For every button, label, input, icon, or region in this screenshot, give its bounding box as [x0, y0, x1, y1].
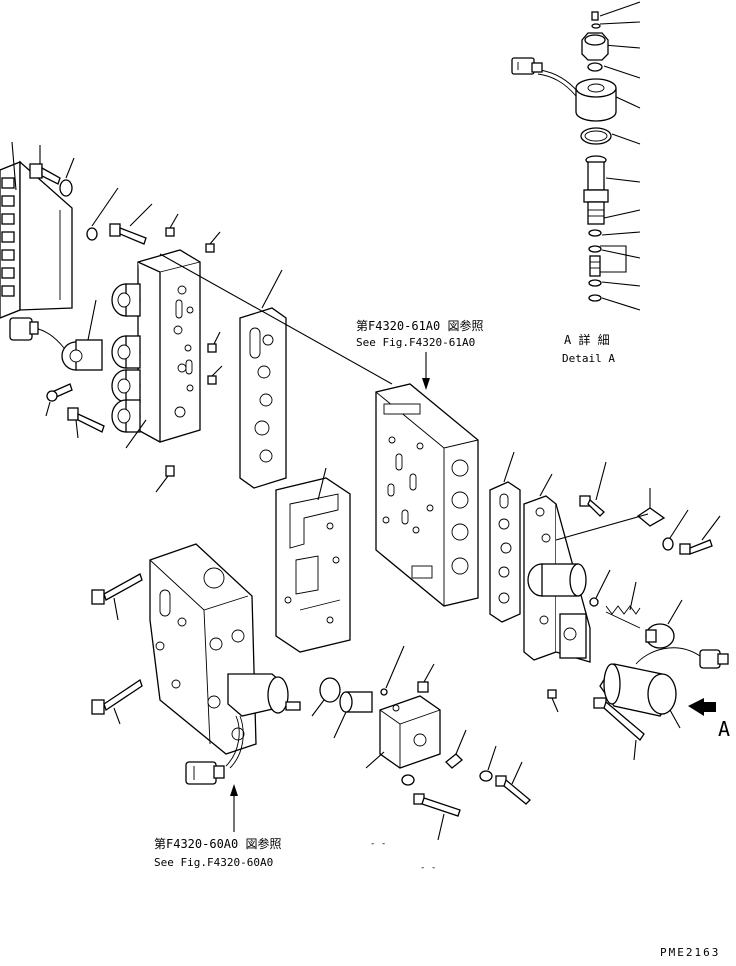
lower-bolt-2	[413, 793, 461, 841]
right-valve-assembly	[523, 461, 729, 761]
drawing-code: PME2163	[660, 946, 720, 959]
bolt-right-1	[579, 461, 607, 517]
separator-plate-center	[375, 383, 479, 607]
lower-washer-2	[401, 774, 415, 786]
solenoid-valve-body	[137, 249, 201, 443]
view-a-marker: A	[718, 717, 730, 741]
small-plug-4	[207, 365, 223, 385]
sleeve	[333, 691, 373, 739]
lower-valve-body	[149, 543, 257, 755]
reference-lower-jp: 第F4320-60A0 図参照	[154, 836, 281, 851]
detail-a-caption-en: Detail A	[562, 352, 615, 365]
long-bolt-2	[91, 678, 143, 725]
bracket	[555, 488, 666, 541]
ball	[589, 569, 611, 607]
pressure-sensor	[599, 663, 681, 729]
o-ring-1	[587, 62, 603, 72]
alignment-line-1	[159, 253, 393, 385]
sensor-connector	[635, 647, 729, 669]
washer-1	[59, 157, 75, 197]
side-connector	[9, 317, 65, 349]
reference-lower-arrow	[230, 784, 238, 832]
small-plug-6	[547, 689, 559, 713]
solenoid-3	[111, 369, 141, 403]
view-a-arrow	[688, 698, 716, 716]
gasket-3	[489, 451, 521, 623]
small-ball	[380, 645, 405, 696]
bolt-1	[29, 145, 61, 185]
long-bolt-1	[91, 573, 143, 621]
coil-connector	[511, 57, 579, 97]
o-ring-4	[588, 245, 602, 253]
block	[365, 695, 441, 769]
small-mark-1: - -	[370, 839, 386, 849]
gasket-1	[239, 269, 287, 489]
reference-upper-jp: 第F4320-61A0 図参照	[356, 318, 483, 333]
bolt-right-2	[679, 515, 721, 555]
small-screw	[591, 11, 599, 21]
lower-bolt-1	[495, 761, 531, 805]
o-ring-5	[588, 279, 602, 287]
lower-connector	[185, 761, 225, 785]
o-ring-2	[580, 127, 612, 145]
small-plug-3	[207, 331, 221, 353]
valve-stem	[583, 155, 609, 225]
lower-solenoid	[227, 673, 301, 717]
terminal-strip	[0, 160, 73, 319]
detail-a-leaders	[599, 1, 641, 311]
gasket-2	[275, 467, 351, 653]
small-bracket	[445, 729, 467, 769]
o-ring-3	[588, 229, 602, 237]
spring	[605, 581, 641, 629]
solenoid-coil	[575, 78, 617, 122]
lower-valve-assembly	[91, 543, 531, 841]
disc	[311, 677, 341, 717]
small-plug-5	[155, 465, 175, 493]
bolt-2	[109, 203, 153, 245]
solenoid-2	[111, 335, 141, 369]
small-mark-2: - -	[420, 863, 436, 873]
reference-upper-arrow	[422, 352, 430, 390]
lower-wire	[225, 715, 244, 769]
bolt-4	[67, 407, 105, 439]
spool	[589, 255, 601, 277]
o-ring-6	[588, 294, 602, 302]
upper-left-assembly	[0, 141, 223, 493]
lower-washer-1	[479, 745, 497, 782]
screw-3	[45, 383, 73, 417]
small-plug-2	[205, 231, 221, 253]
solenoid-4	[111, 399, 141, 433]
small-plug-7	[417, 663, 435, 693]
washer-right	[662, 509, 689, 551]
plug	[645, 599, 683, 649]
reference-lower-en: See Fig.F4320-60A0	[154, 856, 273, 869]
long-bolt-right	[593, 697, 645, 761]
detail-a-caption-jp: A 詳 細	[564, 332, 610, 347]
side-solenoid	[61, 299, 103, 371]
detail-a-assembly	[511, 1, 641, 311]
small-washer	[591, 23, 601, 29]
solenoid-1	[111, 283, 141, 317]
reference-upper-en: See Fig.F4320-61A0	[356, 336, 475, 349]
small-plug-1	[165, 213, 179, 237]
washer-2	[86, 187, 119, 241]
right-solenoid	[527, 563, 587, 597]
